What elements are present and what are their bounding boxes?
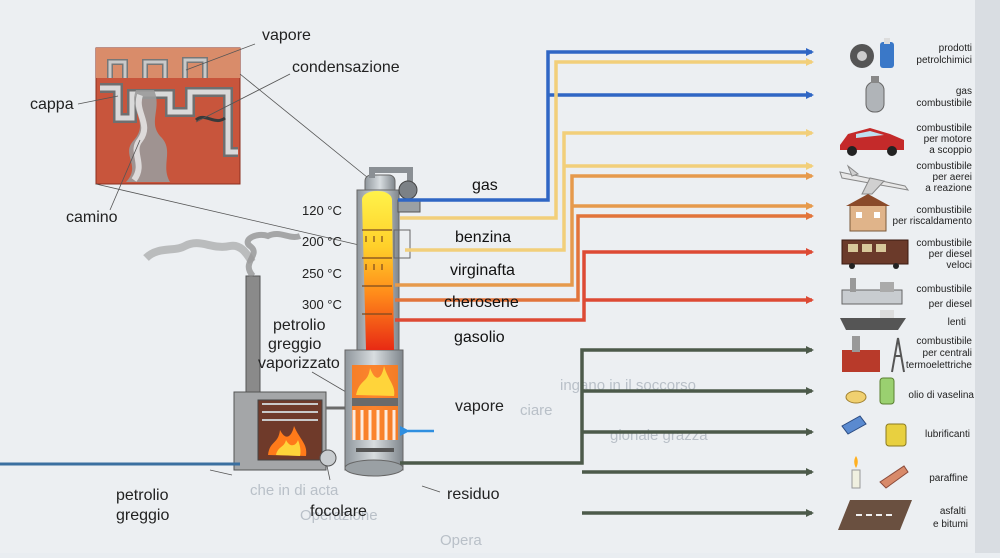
label-petrolio-greggio-1: petrolio xyxy=(116,487,169,504)
product-label: a reazione xyxy=(925,183,972,194)
product-label: per centrali xyxy=(923,348,972,359)
fraction-label-virginafta: virginafta xyxy=(450,262,515,279)
product-label: paraffine xyxy=(929,473,968,484)
label-vapore-inset: vapore xyxy=(262,27,311,44)
label-vapore-plant: vapore xyxy=(455,398,504,415)
product-label: prodotti xyxy=(939,43,972,54)
temp-label: 250 °C xyxy=(302,266,342,281)
product-label: combustibile xyxy=(916,336,972,347)
fraction-label-benzina: benzina xyxy=(455,229,511,246)
fraction-label-gasolio: gasolio xyxy=(454,329,505,346)
plant-labels: petrolio greggio vaporizzato vapore resi… xyxy=(116,317,504,524)
product-label: combustibile xyxy=(916,284,972,295)
product-label: olio di vaselina xyxy=(908,390,974,401)
temp-label: 120 °C xyxy=(302,203,342,218)
furnace xyxy=(143,231,337,471)
product-label: a scoppio xyxy=(929,145,972,156)
product-label: per diesel xyxy=(929,249,972,260)
power-plant-icon xyxy=(842,336,905,373)
product-label: combustibile xyxy=(916,205,972,216)
temp-label: 200 °C xyxy=(302,234,342,249)
gas-cylinder-icon xyxy=(865,76,885,113)
product-label: lenti xyxy=(948,317,966,328)
candle-icon xyxy=(851,456,909,489)
label-focolare: focolare xyxy=(310,503,367,520)
airplane-icon xyxy=(839,164,910,195)
label-petrolio-vaporizzato-1: petrolio xyxy=(273,317,326,334)
product-label: per motore xyxy=(924,134,973,145)
label-camino: camino xyxy=(66,209,118,226)
lubricant-can-icon xyxy=(841,415,907,447)
label-petrolio-vaporizzato-3: vaporizzato xyxy=(258,355,340,372)
ship-icon xyxy=(840,310,906,330)
product-label: asfalti xyxy=(940,506,966,517)
bg-text-line: che in di acta xyxy=(250,482,339,499)
product-label: lubrificanti xyxy=(925,429,970,440)
fraction-labels: gas benzina virginafta cherosene gasolio xyxy=(444,177,519,346)
label-petrolio-vaporizzato-2: greggio xyxy=(268,336,321,353)
bg-text-line: Operazione xyxy=(300,507,378,524)
fraction-flows xyxy=(395,48,814,517)
tire-and-bottle-icon xyxy=(850,38,894,68)
inset-closeup xyxy=(95,47,241,185)
product-label: combustibile xyxy=(916,238,972,249)
bg-text-line: ciare xyxy=(520,402,553,419)
product-label: petrolchimici xyxy=(916,55,972,66)
page-edge xyxy=(975,0,1000,553)
fraction-label-gas: gas xyxy=(472,177,498,194)
distillation-column xyxy=(344,167,421,477)
bg-text-line: gionale grazza xyxy=(610,427,708,444)
inset-labels: vapore condensazione cappa camino xyxy=(30,27,400,226)
product-label: per riscaldamento xyxy=(893,216,973,227)
product-label: e bitumi xyxy=(933,519,968,530)
product-label: per aerei xyxy=(933,172,972,183)
label-residuo: residuo xyxy=(447,486,500,503)
label-petrolio-greggio-2: greggio xyxy=(116,507,169,524)
product-icons xyxy=(838,38,912,530)
temperature-labels: 120 °C 200 °C 250 °C 300 °C xyxy=(302,203,342,312)
car-icon xyxy=(840,128,904,156)
product-label: combustibile xyxy=(916,161,972,172)
label-condensazione: condensazione xyxy=(292,59,400,76)
product-label: termoelettriche xyxy=(906,360,973,371)
product-label: veloci xyxy=(946,260,972,271)
label-cappa: cappa xyxy=(30,96,74,113)
product-label: combustibile xyxy=(916,123,972,134)
vaseline-jar-icon xyxy=(845,377,895,405)
inset-leaders xyxy=(77,43,379,249)
fraction-label-cherosene: cherosene xyxy=(444,294,519,311)
product-label: combustibile xyxy=(916,98,972,109)
product-label: gas xyxy=(956,86,972,97)
house-icon xyxy=(846,194,890,232)
temp-label: 300 °C xyxy=(302,297,342,312)
product-label: per diesel xyxy=(929,299,972,310)
bg-text-line: Opera xyxy=(440,532,482,549)
product-labels: prodotti petrolchimici gas combustibile … xyxy=(893,43,975,530)
train-icon xyxy=(841,239,909,269)
industrial-plant-icon xyxy=(841,278,903,305)
asphalt-road-icon xyxy=(838,500,912,530)
